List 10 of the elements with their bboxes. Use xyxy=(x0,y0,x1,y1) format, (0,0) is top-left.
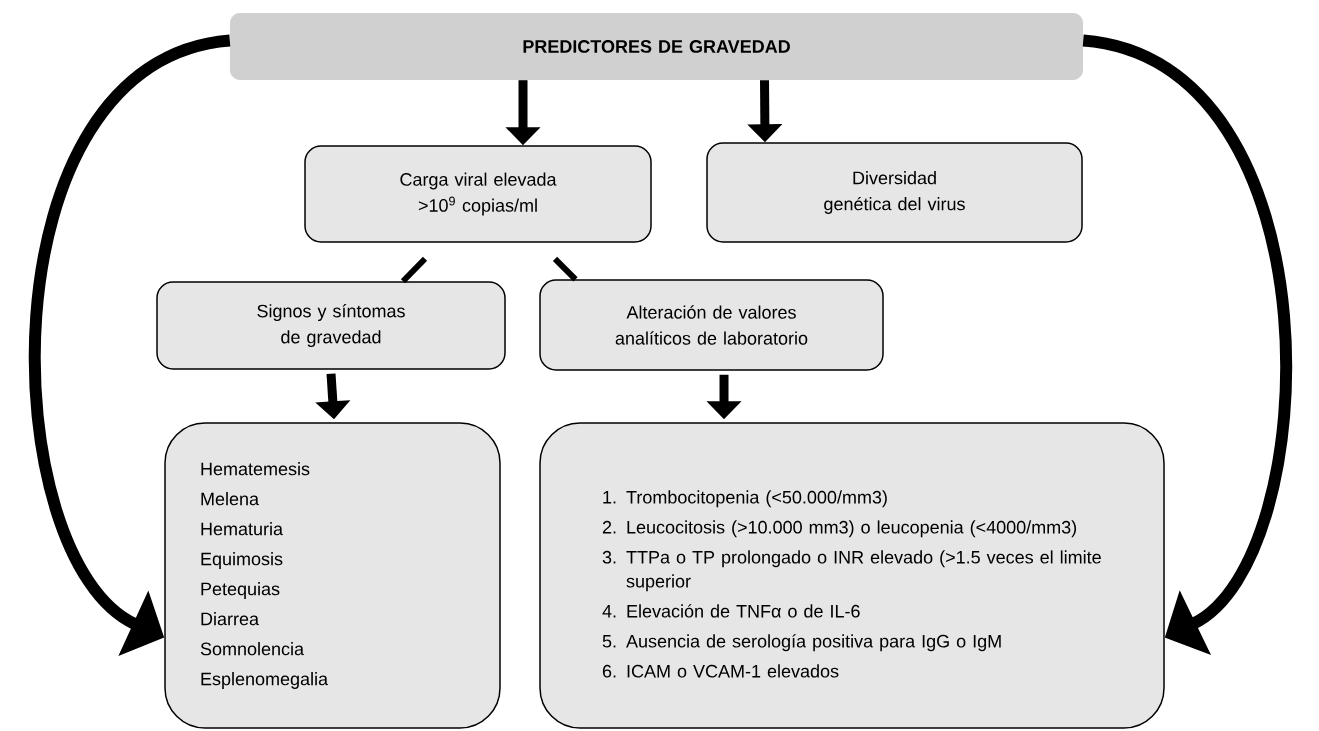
list-box: Hematemesis Melena Hematuria Equimosis Petequias Diarrea Somnolencia Esplenomegalia xyxy=(164,422,501,729)
numbered-list-box: 1. Trombocitopenia (<50.000/mm3) 2. Leucocitosis (>10.000 mm3) o leucopenia (<4000/mm3) 3. TTPa o TP prolongado o INR elevado (>1.5 veces el limite superior 4. Elevación de TNFα o de IL-6 5. Ausencia de serología positiva para IgG o IgM 6. ICAM o VCAM-1 elevados xyxy=(539,422,1165,729)
connector-line xyxy=(400,256,428,284)
process-box: Diversidad genética del virus xyxy=(706,142,1083,243)
process-box: Alteración de valores analíticos de laboratorio xyxy=(539,279,884,371)
title-box: PREDICTORES DE GRAVEDAD xyxy=(230,13,1083,80)
process-box: Carga viral elevada >10$^{9}$ copias/ml xyxy=(304,145,652,243)
process-box: Signos y síntomas de gravedad xyxy=(156,281,506,370)
curved-arrow xyxy=(1081,34,1292,656)
connector-line xyxy=(552,256,578,282)
